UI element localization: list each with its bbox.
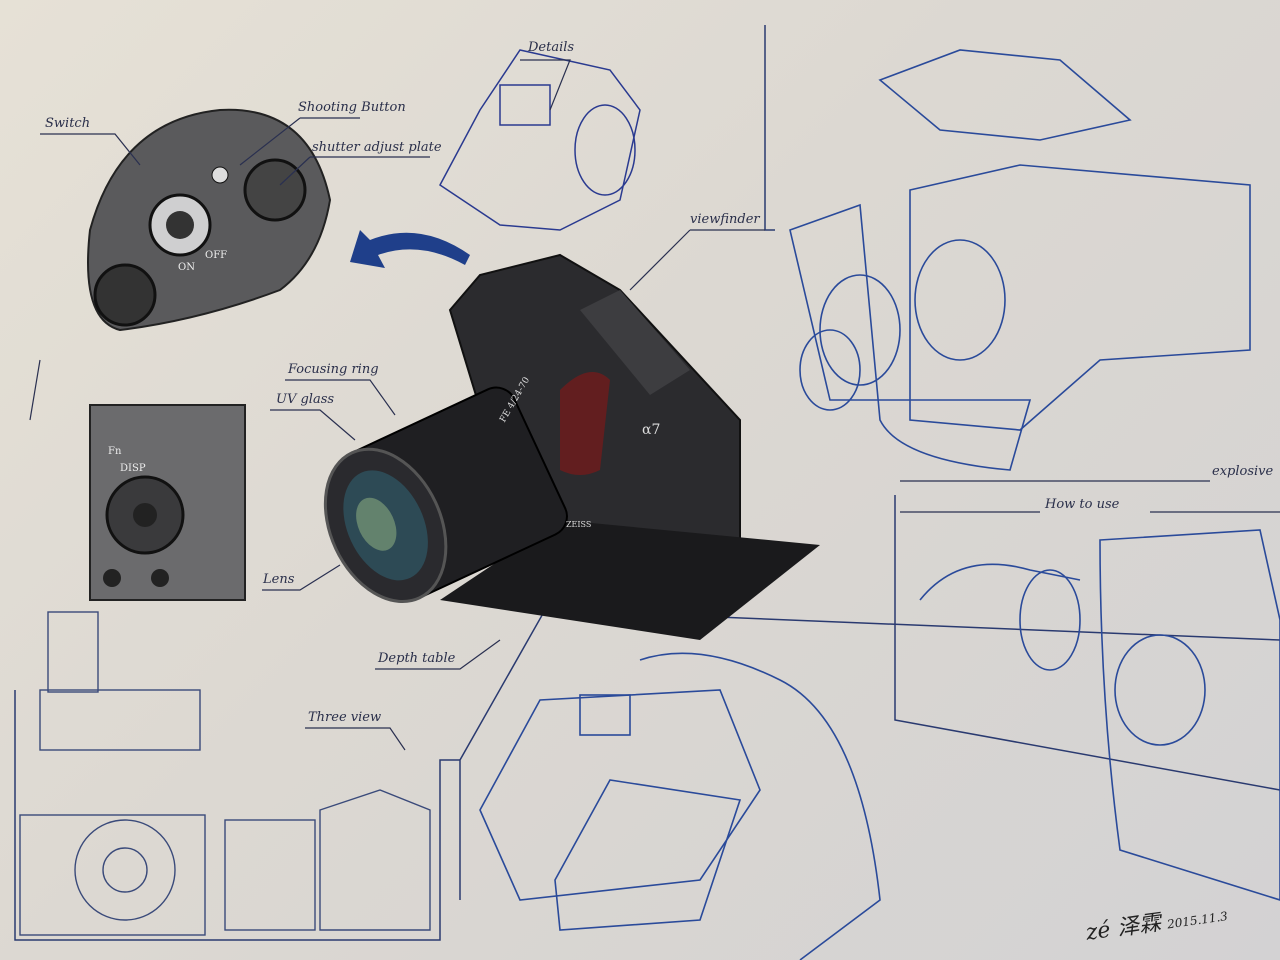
label-focusing-ring: Focusing ring — [288, 362, 379, 377]
dial-off-label: OFF — [205, 250, 228, 261]
label-shutter-adjust-plate: shutter adjust plate — [312, 140, 442, 155]
explosive-frame — [764, 25, 775, 231]
explosive-drawing — [789, 49, 1251, 471]
label-switch: Switch — [45, 116, 91, 131]
dial-detail-drawing — [87, 108, 332, 332]
hand-screen-drawing — [479, 652, 881, 960]
label-how-to-use: How to use — [1045, 497, 1120, 512]
alpha-badge: α7 — [642, 422, 661, 438]
arrow-icon — [350, 230, 470, 268]
label-uv-glass: UV glass — [276, 392, 335, 407]
label-explosive: explosive — [1212, 464, 1274, 479]
zeiss-badge: ZEISS — [566, 520, 592, 529]
how-to-use-drawing — [919, 529, 1280, 901]
label-three-view: Three view — [308, 710, 382, 725]
three-view-frame — [14, 690, 460, 941]
button-panel-drawing — [89, 404, 246, 601]
label-details: Details — [528, 40, 575, 55]
dial-on-label: ON — [178, 262, 195, 273]
details-drawing — [439, 49, 641, 231]
signature-date: 2015.11.3 — [1166, 909, 1229, 932]
how-to-use-frame — [894, 495, 1280, 791]
hand-frame — [459, 609, 1280, 900]
disp-label: DISP — [120, 463, 146, 474]
label-lens: Lens — [263, 572, 295, 587]
label-shooting-button: Shooting Button — [298, 100, 406, 115]
three-view-drawing — [19, 611, 431, 936]
fn-label: Fn — [108, 446, 122, 457]
label-depth-table: Depth table — [378, 651, 456, 666]
label-viewfinder: viewfinder — [690, 212, 760, 227]
main-camera-drawing — [323, 253, 820, 640]
